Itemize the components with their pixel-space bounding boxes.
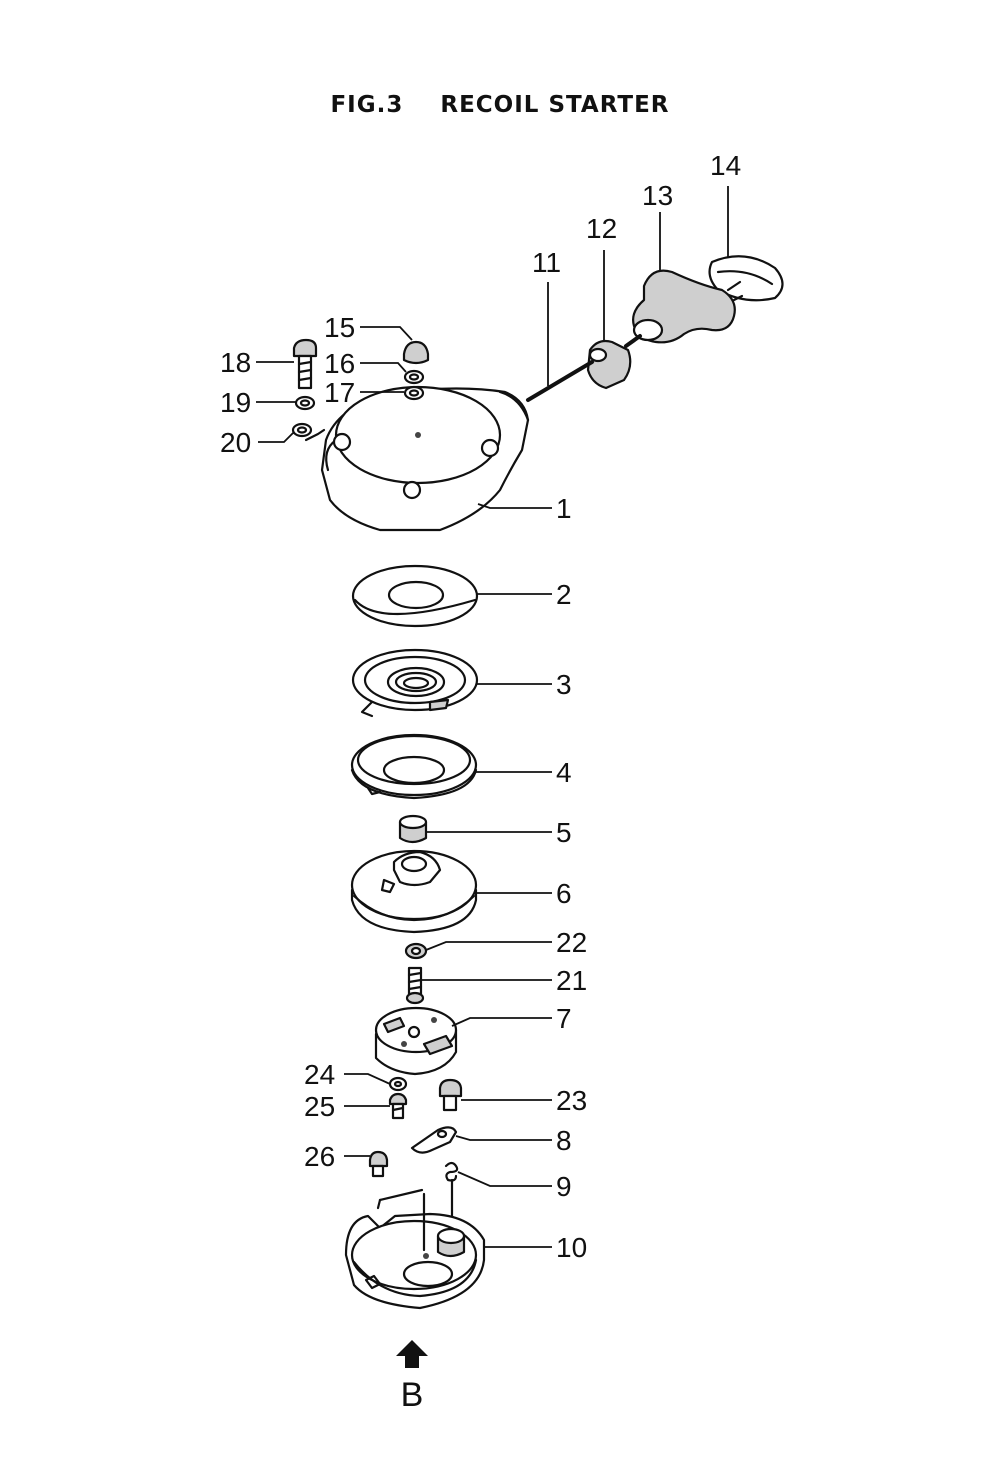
callout-20: 20: [220, 427, 251, 458]
callout-10: 10: [556, 1232, 587, 1263]
part-10-starter-pulley: [344, 1188, 486, 1310]
callout-17: 17: [324, 377, 355, 408]
part-4-spring-case: [350, 733, 478, 800]
callout-24: 24: [304, 1059, 335, 1090]
callout-2: 2: [556, 579, 572, 610]
callout-7: 7: [556, 1003, 572, 1034]
callout-15: 15: [324, 312, 355, 343]
callout-8: 8: [556, 1125, 572, 1156]
callout-23: 23: [556, 1085, 587, 1116]
callout-22: 22: [556, 927, 587, 958]
part-20-washer: [291, 422, 326, 442]
callout-9: 9: [556, 1171, 572, 1202]
part-17-washer: [403, 385, 425, 401]
callout-16: 16: [324, 348, 355, 379]
figure-title: FIG.3 RECOIL STARTER: [0, 92, 1000, 118]
callout-12: 12: [586, 213, 617, 244]
part-24-washer: [388, 1076, 408, 1092]
part-3-recoil-spring: [351, 648, 479, 718]
callout-19: 19: [220, 387, 251, 418]
part-13-starter-handle: [632, 269, 744, 344]
callout-6: 6: [556, 878, 572, 909]
part-19-lock-washer: [294, 395, 316, 411]
part-11-starter-rope: [526, 334, 642, 402]
callout-14: 14: [710, 150, 741, 181]
leader-lines: [256, 186, 729, 1248]
part-26-screw: [368, 1150, 389, 1178]
part-18-bolt: [292, 338, 318, 390]
part-14-handle-cap: [708, 255, 784, 302]
part-6-reel: [350, 849, 478, 934]
part-5-collar: [398, 814, 428, 844]
part-21-screw: [405, 966, 425, 1005]
callout-18: 18: [220, 347, 251, 378]
callout-25: 25: [304, 1091, 335, 1122]
callout-5: 5: [556, 817, 572, 848]
part-15-cap-nut: [402, 340, 430, 365]
part-2-plate: [351, 564, 479, 628]
callout-13: 13: [642, 180, 673, 211]
part-7-ratchet: [374, 1006, 458, 1076]
callout-1: 1: [556, 493, 572, 524]
part-23-pin: [438, 1078, 463, 1112]
part-22-washer: [404, 942, 428, 960]
callout-11: 11: [532, 247, 561, 278]
view-letter: B: [401, 1376, 424, 1414]
callout-26: 26: [304, 1141, 335, 1172]
callout-labels: 1 2 3 4 5 6 7 8 9 10 11 12 13 14 15 16 1…: [220, 150, 741, 1263]
part-8-pawl: [410, 1126, 458, 1154]
part-12-rope-guide: [586, 339, 632, 390]
callout-3: 3: [556, 669, 572, 700]
figure-number: FIG.3: [330, 92, 404, 118]
view-direction-arrow: [396, 1340, 428, 1368]
part-16-lock-washer: [403, 369, 425, 385]
callout-4: 4: [556, 757, 572, 788]
part-25-screw: [388, 1092, 408, 1120]
callout-21: 21: [556, 965, 587, 996]
figure-name: RECOIL STARTER: [440, 92, 670, 118]
